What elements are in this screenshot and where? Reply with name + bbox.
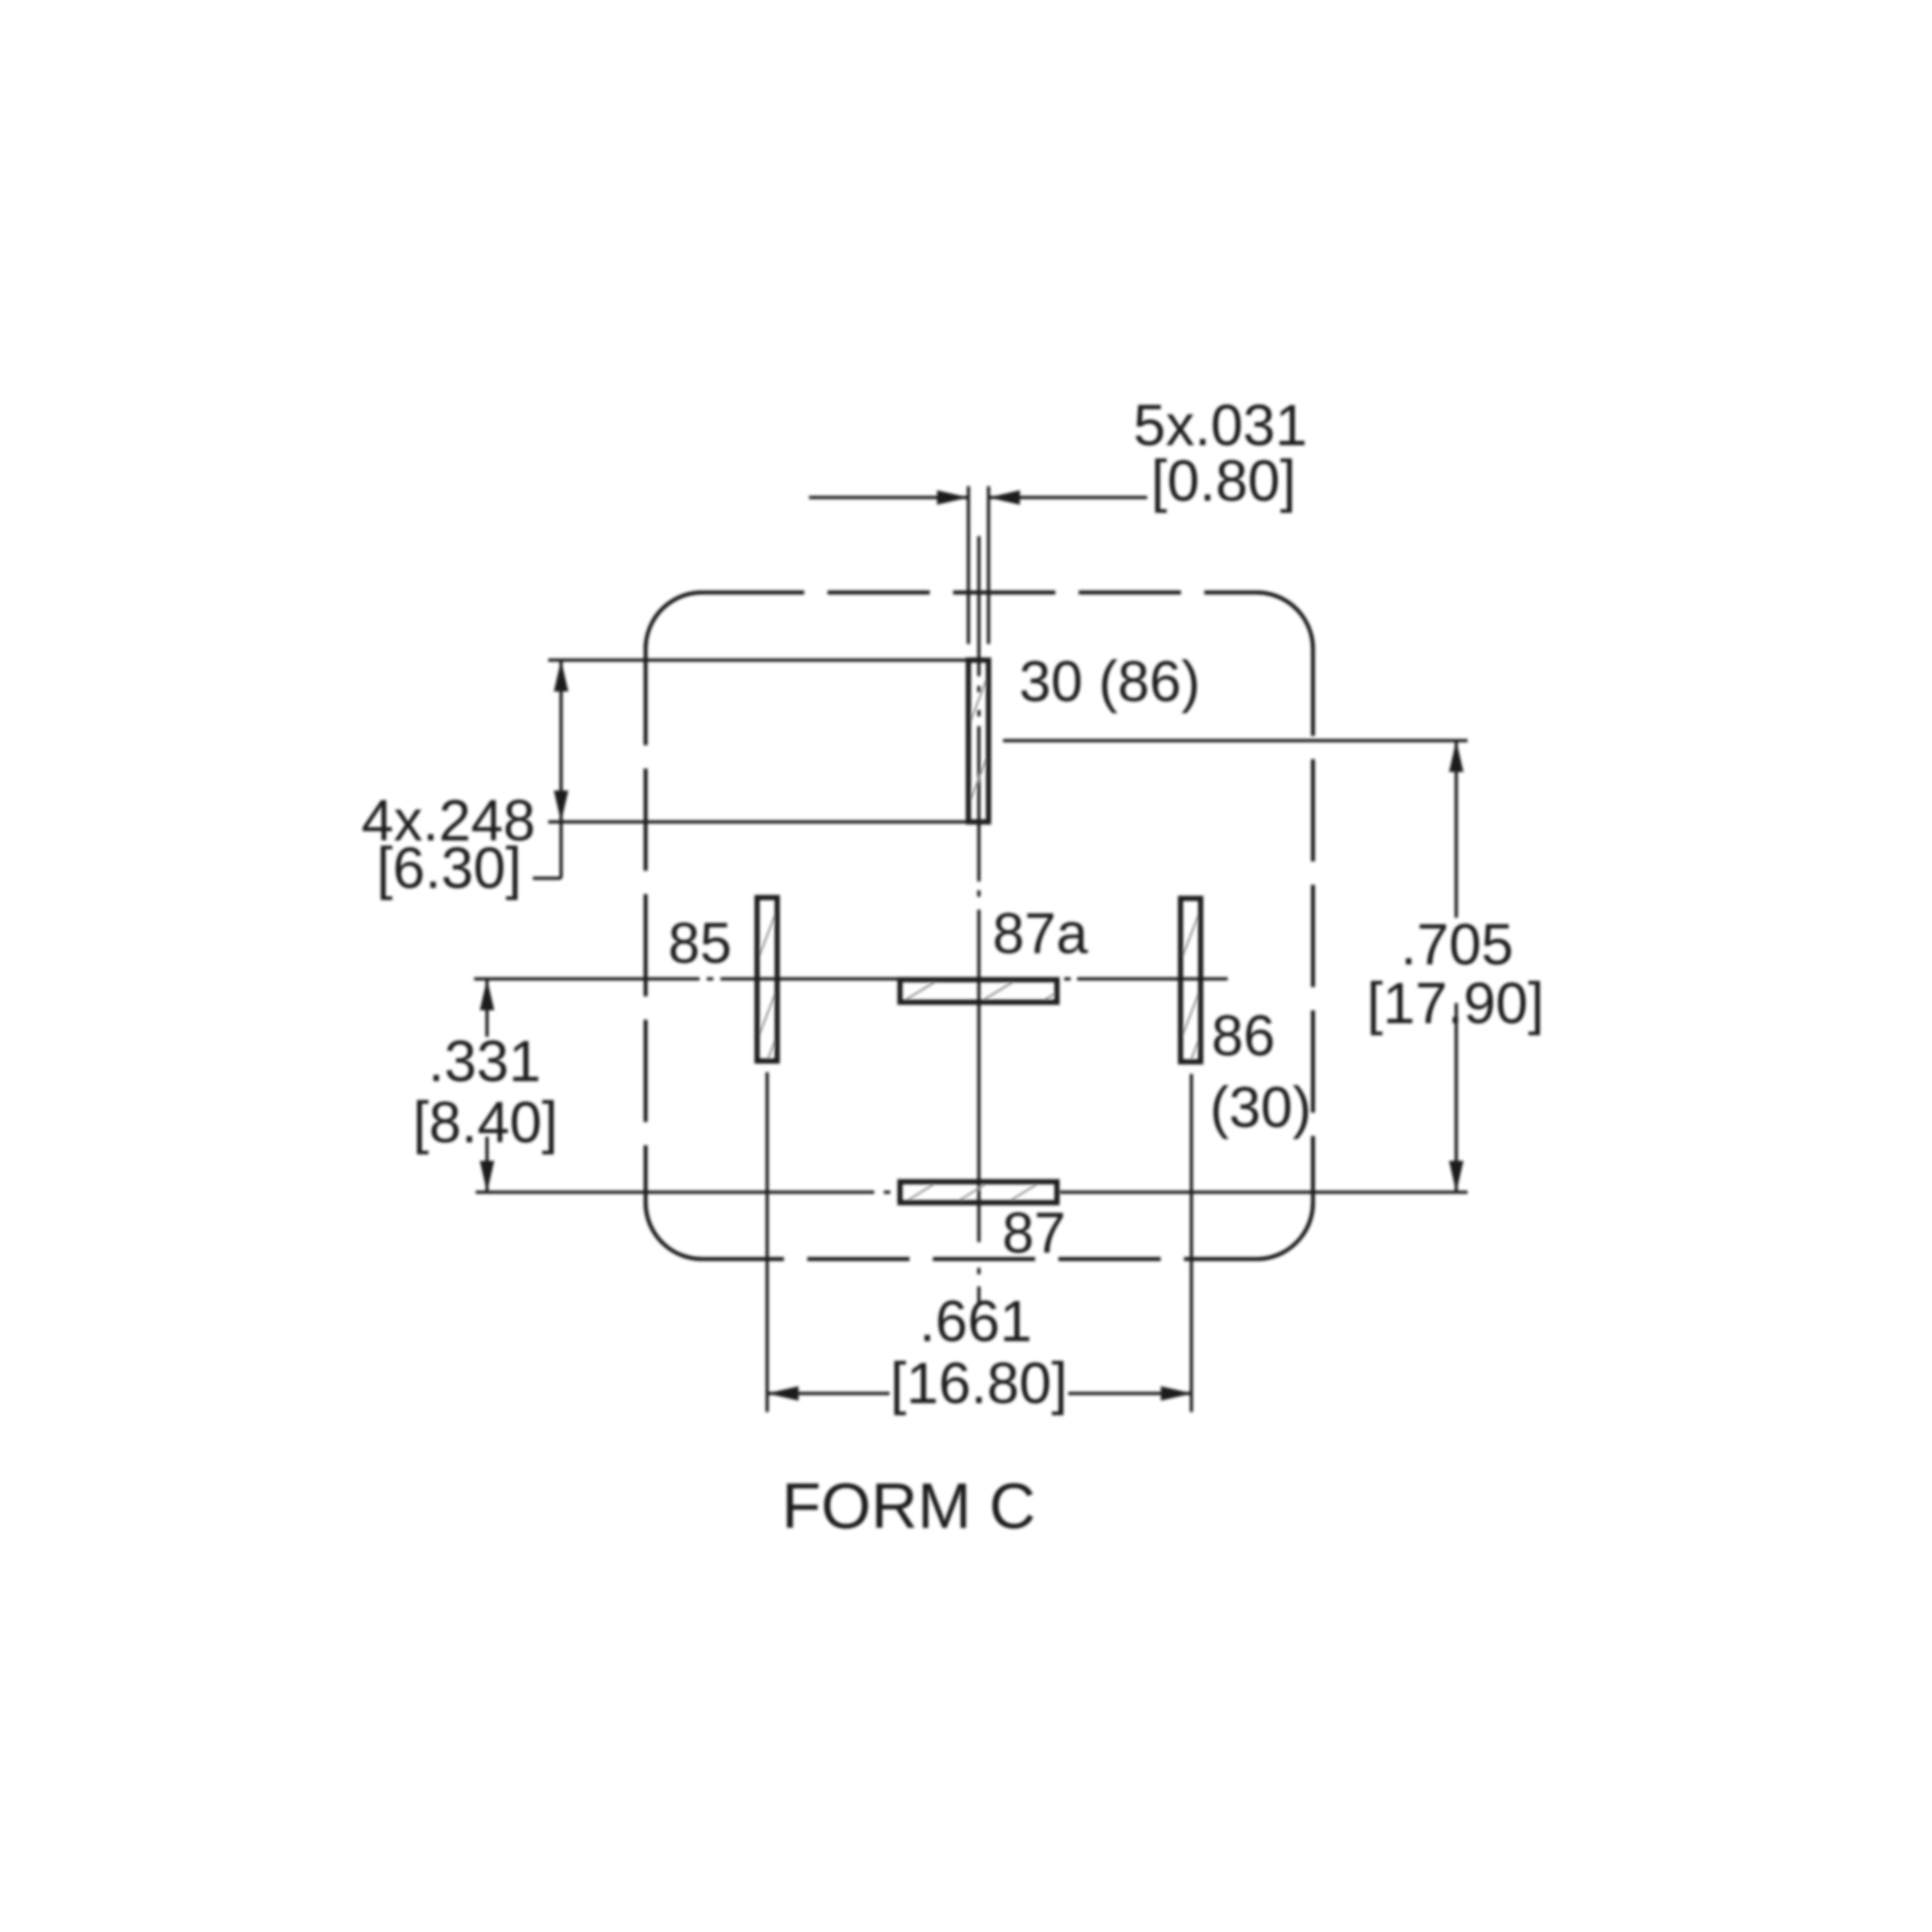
svg-text:5x.031: 5x.031 [1133,394,1307,458]
svg-text:.705: .705 [1401,913,1513,977]
svg-text:4x.248: 4x.248 [361,789,535,853]
svg-text:.661: .661 [919,1290,1032,1354]
svg-text:[0.80]: [0.80] [1151,449,1296,514]
svg-text:85: 85 [668,912,732,976]
svg-text:87a: 87a [993,902,1088,966]
svg-text:FORM C: FORM C [782,1470,1036,1542]
svg-text:.331: .331 [428,1030,541,1094]
svg-text:[16.80]: [16.80] [890,1352,1067,1416]
svg-text:[17.90]: [17.90] [1367,972,1544,1036]
svg-text:[8.40]: [8.40] [413,1091,558,1155]
svg-text:86: 86 [1212,1005,1275,1068]
svg-text:[6.30]: [6.30] [377,836,522,901]
svg-text:87: 87 [1002,1202,1066,1265]
svg-text:30 (86): 30 (86) [1019,650,1200,714]
svg-text:(30): (30) [1210,1076,1311,1140]
